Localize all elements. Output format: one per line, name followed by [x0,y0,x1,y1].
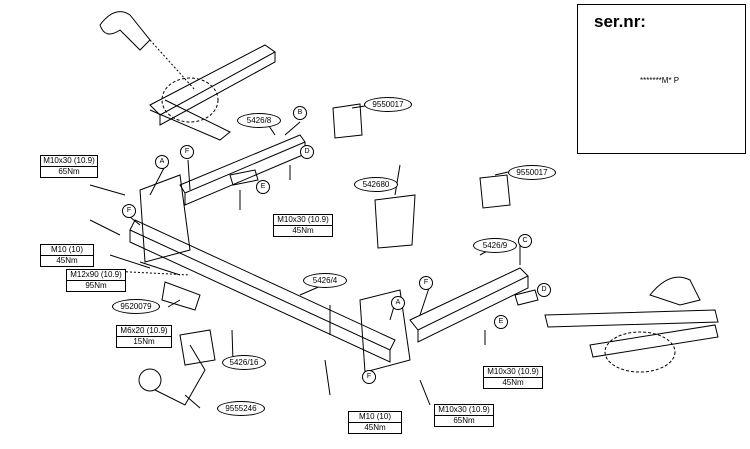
part-label-5426-9: 5426/9 [473,238,517,253]
torque-box-m6x20-15: M6x20 (10.9) 15Nm [116,325,172,348]
callout-a-right: A [391,296,405,310]
torque-value: 45Nm [484,377,542,388]
bolt-spec: M10x30 (10.9) [487,367,539,376]
torque-box-m10x30-65-bottom: M10x30 (10.9) 65Nm [434,404,494,427]
side-plate-right [359,289,411,373]
chassis-member-left [149,44,276,116]
block-9550017-top [332,103,363,139]
bracket-5426-8 [179,134,306,194]
callout-c: C [518,234,532,248]
bolt-spec: M10 (10) [358,412,391,421]
torque-value: 45Nm [274,225,332,236]
torque-value: 45Nm [41,255,93,266]
crossbar-5426-4 [129,219,396,351]
torque-box-m10x30-45-top: M10x30 (10.9) 45Nm [273,214,333,237]
torque-value: 15Nm [117,336,171,347]
part-label-5426-4: 5426/4 [303,273,347,288]
torque-box-m10-45-bottom: M10 (10) 45Nm [348,411,402,434]
bolt-spec: M10x30 (10.9) [43,156,95,165]
bolt-spec: M10 (10) [50,245,83,254]
tow-ball [138,368,162,392]
hand-left [99,11,151,51]
part-label-9520079: 9520079 [112,299,160,314]
part-label-5426-8: 5426/8 [237,113,281,128]
torque-box-m10x30-45-right: M10x30 (10.9) 45Nm [483,366,543,389]
serial-number-panel [577,4,746,154]
torque-box-m10x30-65-left: M10x30 (10.9) 65Nm [40,155,98,178]
callout-a-left: A [155,155,169,169]
torque-value: 65Nm [435,415,493,426]
torque-value: 95Nm [67,280,125,291]
part-label-9550017-right: 9550017 [508,165,556,180]
detail-ellipse-left [161,77,219,123]
side-plate-left [139,174,191,263]
callout-f-left: F [122,204,136,218]
part-label-542680: 542680 [354,177,398,192]
callout-d-right: D [537,283,551,297]
callout-f-top: F [180,145,194,159]
callout-f-bottom: F [362,370,376,384]
torque-value: 45Nm [349,422,401,433]
torque-box-m10-45-left: M10 (10) 45Nm [40,244,94,267]
serial-title: ser.nr: [594,12,646,31]
part-label-9555246: 9555246 [217,401,265,416]
detail-ellipse-right [604,331,676,373]
bolt-spec: M10x30 (10.9) [277,215,329,224]
torque-box-m12x90-95: M12x90 (10.9) 95Nm [66,269,126,292]
block-9550017-right [479,174,511,209]
bolt-spec: M6x20 (10.9) [120,326,168,335]
part-label-5426-16: 5426/16 [222,355,266,370]
hand-right [649,276,701,306]
callout-d-top: D [300,145,314,159]
callout-f-right: F [419,276,433,290]
electrical-socket [179,329,216,366]
callout-e-top: E [256,180,270,194]
torque-value: 65Nm [41,166,97,177]
serial-text: *******M* P [640,76,680,85]
callout-b: B [293,106,307,120]
bolt-spec: M10x30 (10.9) [438,405,490,414]
part-label-9550017-top: 9550017 [364,97,412,112]
bolt-spec: M12x90 (10.9) [70,270,122,279]
wiring-socket-542680 [374,194,416,249]
callout-e-right: E [494,315,508,329]
chassis-member-right [544,309,719,328]
